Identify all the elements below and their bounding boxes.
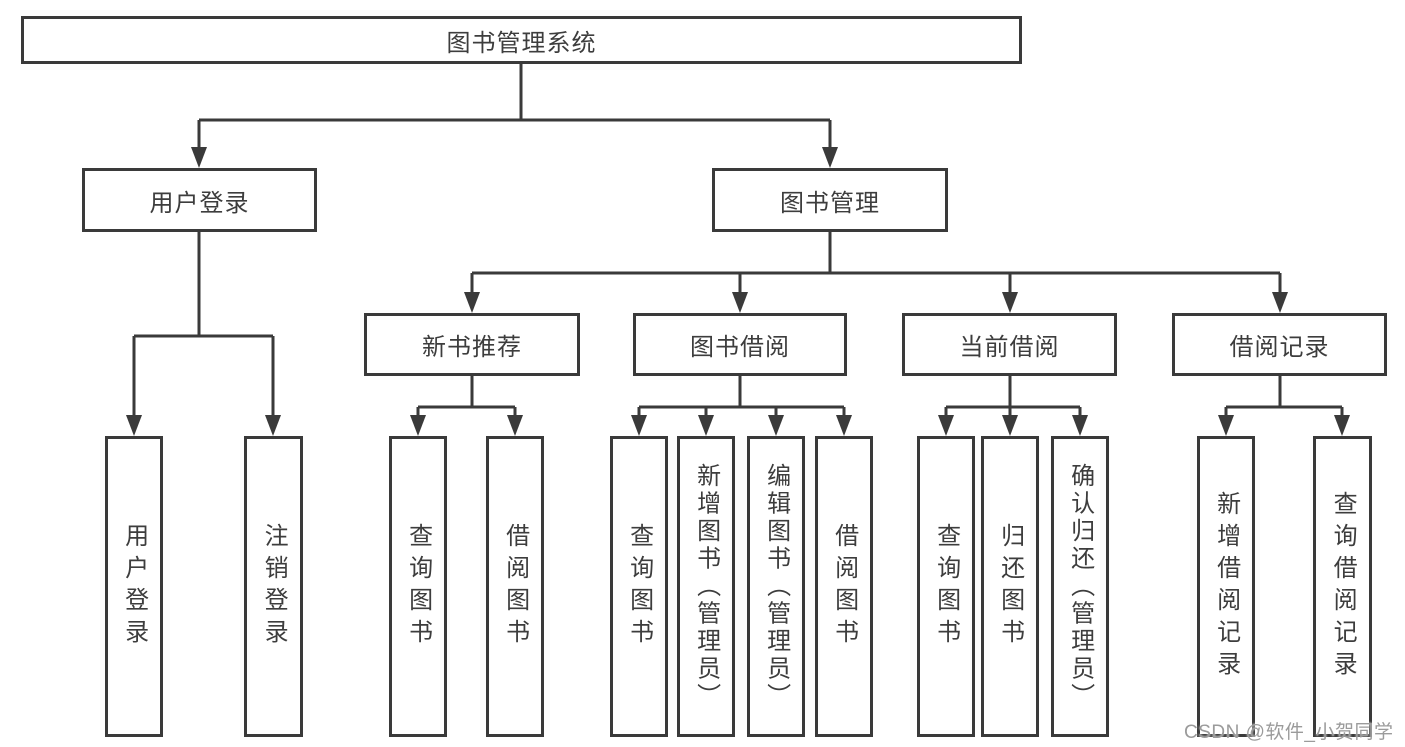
leaf-borrow-books-recommend: 借阅图书: [486, 436, 544, 737]
node-label: 当前借阅: [959, 334, 1060, 361]
leaf-logout: 注销登录: [244, 436, 303, 737]
node-label: 借阅图书: [830, 522, 858, 651]
node-label: 借阅记录: [1229, 334, 1330, 361]
node-label: 查询图书: [625, 522, 653, 651]
arrowhead-icons: [126, 147, 1350, 436]
node-label: 图书管理系统: [446, 29, 597, 57]
node-label: 新增借阅记录: [1212, 490, 1240, 683]
leaf-search-borrow-record: 查询借阅记录: [1313, 436, 1372, 737]
node-current-borrowing: 当前借阅: [902, 313, 1117, 376]
leaf-add-borrow-record: 新增借阅记录: [1197, 436, 1255, 737]
node-library-system: 图书管理系统: [21, 16, 1022, 64]
leaf-return-book: 归还图书: [981, 436, 1039, 737]
leaf-add-book-admin: 新增图书（管理员）: [677, 436, 735, 737]
leaf-search-books-borrowing: 查询图书: [610, 436, 668, 737]
leaf-user-login: 用户登录: [105, 436, 163, 737]
node-label: 查询图书: [932, 522, 960, 651]
node-new-book-recommendation: 新书推荐: [364, 313, 580, 376]
watermark: CSDN @软件_小贺同学: [1184, 722, 1394, 743]
node-label: 新增图书（管理员）: [692, 462, 720, 711]
node-label: 图书管理: [780, 189, 880, 217]
node-label: 借阅图书: [501, 522, 529, 651]
node-label: 用户登录: [149, 189, 250, 217]
node-label: 注销登录: [260, 522, 288, 651]
leaf-search-books-recommend: 查询图书: [389, 436, 447, 737]
node-book-management: 图书管理: [712, 168, 948, 232]
leaf-confirm-return-admin: 确认归还（管理员）: [1051, 436, 1109, 737]
leaf-borrow-books-borrowing: 借阅图书: [815, 436, 873, 737]
node-label: 查询图书: [404, 522, 432, 651]
node-label: 编辑图书（管理员）: [762, 462, 790, 711]
node-label: 新书推荐: [422, 334, 522, 361]
node-book-borrowing: 图书借阅: [633, 313, 847, 376]
node-label: 归还图书: [996, 522, 1024, 651]
node-label: 用户登录: [120, 522, 148, 651]
node-user-login: 用户登录: [82, 168, 317, 232]
node-label: 图书借阅: [690, 334, 790, 361]
node-borrowing-records: 借阅记录: [1172, 313, 1387, 376]
leaf-search-books-current: 查询图书: [917, 436, 975, 737]
node-label: 查询借阅记录: [1329, 490, 1357, 683]
node-label: 确认归还（管理员）: [1066, 462, 1094, 711]
leaf-edit-book-admin: 编辑图书（管理员）: [747, 436, 805, 737]
